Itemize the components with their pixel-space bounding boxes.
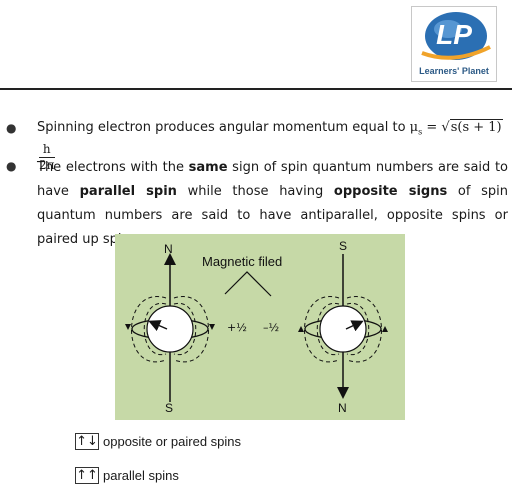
legend-parallel-spins: ↑↑ parallel spins (75, 465, 179, 485)
formula: μs = √s(s + 1) h 2π (39, 119, 503, 172)
left-bottom-label: S (165, 401, 173, 415)
logo-caption: Learners' Planet (419, 66, 489, 76)
legend-label: opposite or paired spins (103, 433, 242, 449)
figure-title: Magnetic filed (202, 254, 282, 269)
right-bottom-label: N (338, 401, 347, 415)
learners-planet-logo: LP Learners' Planet (411, 6, 497, 82)
bullet-angular-momentum: Spinning electron produces angular momen… (37, 119, 508, 173)
right-spin-label: –½ (263, 321, 279, 334)
magnetic-field-diagram: Magnetic filed N S +½ S N (125, 239, 388, 415)
paired-spin-arrows-icon: ↑↓ (75, 432, 99, 450)
legend-label: parallel spins (103, 467, 179, 483)
title-pointer (224, 271, 272, 297)
parallel-spin-arrows-icon: ↑↑ (75, 466, 99, 484)
right-top-label: S (339, 239, 347, 253)
left-spin-label: +½ (227, 321, 247, 334)
logo-globe-icon (421, 12, 491, 60)
legend-paired-spins: ↑↓ opposite or paired spins (75, 431, 241, 451)
square-root: √s(s + 1) (441, 119, 503, 135)
bullet-spin-description: The electrons with the same sign of spin… (37, 160, 509, 247)
logo-letters: LP (436, 19, 472, 50)
bullet-text: Spinning electron produces angular momen… (37, 120, 406, 135)
left-top-label: N (164, 242, 173, 256)
header-divider (0, 88, 512, 90)
right-electron-group: S N –½ (263, 239, 388, 415)
bullet-dot: ● (6, 159, 17, 173)
bullet-dot: ● (6, 121, 17, 135)
fraction-h-over-2pi: h 2π (39, 141, 55, 172)
spin-magnetic-field-figure: Magnetic filed N S +½ S N (115, 234, 405, 420)
left-electron-group: N S +½ (125, 242, 247, 415)
